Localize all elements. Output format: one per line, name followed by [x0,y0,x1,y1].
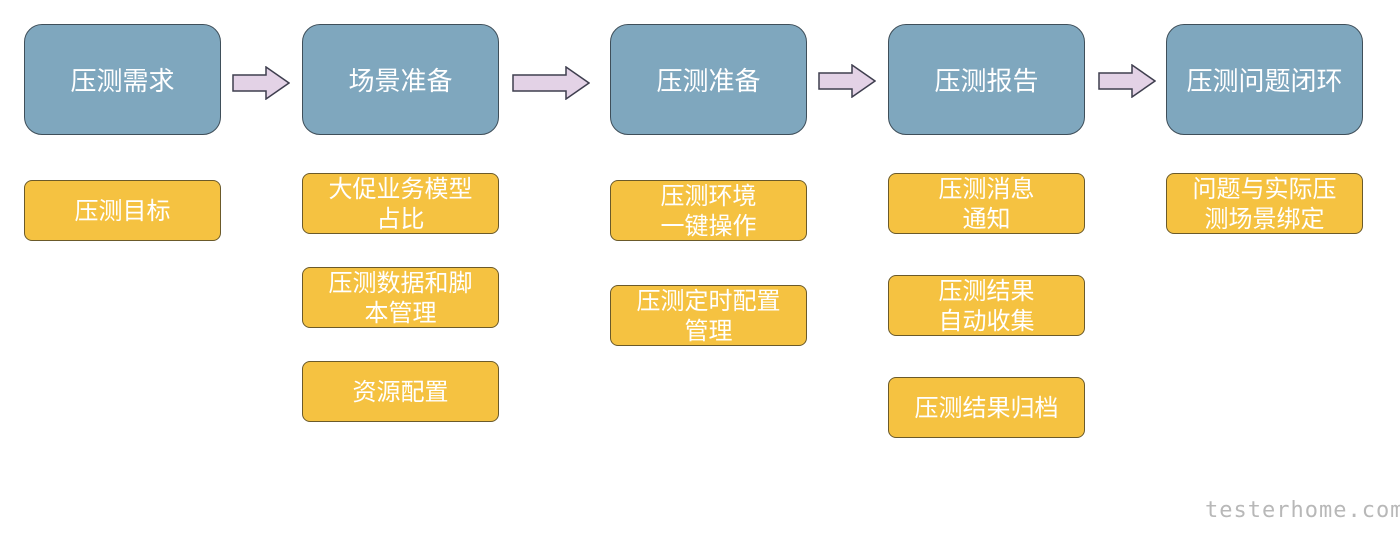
task-result-archive: 压测结果归档 [888,377,1085,438]
stage-preparation: 压测准备 [610,24,807,135]
task-data-script: 压测数据和脚 本管理 [302,267,499,328]
stage-label: 压测需求 [70,67,175,97]
arrow-right-icon [1098,64,1156,98]
stage-scenario: 场景准备 [302,24,499,135]
arrow-right-icon [512,66,590,100]
stage-label: 压测问题闭环 [1186,67,1343,97]
arrow-right-icon [232,66,290,100]
task-business-model: 大促业务模型 占比 [302,173,499,234]
task-result-collect: 压测结果 自动收集 [888,275,1085,336]
stage-report: 压测报告 [888,24,1085,135]
stage-requirement: 压测需求 [24,24,221,135]
watermark: testerhome.com [1205,498,1400,523]
task-environment: 压测环境 一键操作 [610,180,807,241]
task-target: 压测目标 [24,180,221,241]
task-issue-binding: 问题与实际压 测场景绑定 [1166,173,1363,234]
stage-label: 压测准备 [656,67,761,97]
arrow-right-icon [818,64,876,98]
task-notification: 压测消息 通知 [888,173,1085,234]
task-schedule-config: 压测定时配置 管理 [610,285,807,346]
stage-label: 压测报告 [934,67,1039,97]
stage-closure: 压测问题闭环 [1166,24,1363,135]
stage-label: 场景准备 [348,67,453,97]
task-resource-config: 资源配置 [302,361,499,422]
